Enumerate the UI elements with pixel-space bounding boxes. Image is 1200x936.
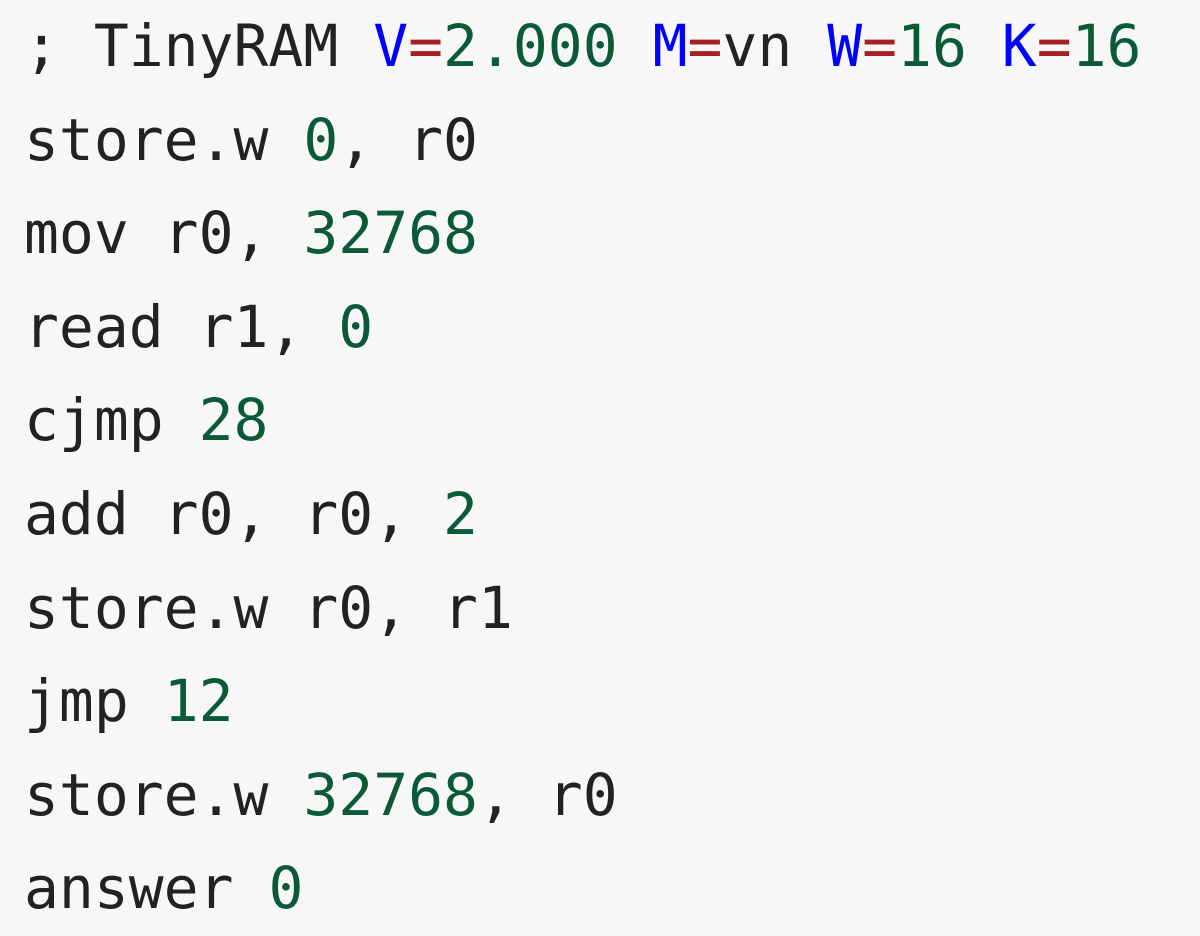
code-token-plain: [792, 12, 827, 80]
code-token-num: 32768: [303, 760, 478, 829]
code-token-mnem: store.w: [24, 760, 304, 829]
code-token-num: 2: [443, 479, 478, 548]
code-line[interactable]: ; TinyRAM V=2.000 M=vn W=16 K=16: [24, 0, 1200, 94]
code-token-num: 32768: [303, 199, 478, 268]
code-token-plain: [618, 12, 653, 80]
code-token-op: =: [1036, 12, 1072, 80]
code-token-mnem: jmp: [24, 667, 164, 736]
code-line[interactable]: answer 0: [24, 842, 1200, 936]
code-token-key: V: [373, 12, 409, 80]
code-token-num: 28: [198, 386, 269, 455]
code-token-num: 16: [897, 12, 967, 80]
code-token-num: 2.000: [443, 12, 618, 80]
code-token-mnem: add r0, r0,: [24, 479, 444, 548]
code-token-mnem: read r1,: [24, 292, 339, 361]
code-line[interactable]: read r1, 0: [24, 281, 1200, 375]
code-token-mnem: mov r0,: [24, 199, 304, 268]
code-line[interactable]: mov r0, 32768: [24, 187, 1200, 281]
code-line[interactable]: store.w 32768, r0: [24, 749, 1200, 843]
code-token-mnem: store.w: [24, 105, 304, 174]
code-token-op: =: [687, 12, 723, 80]
code-token-op: =: [408, 12, 444, 80]
code-token-plain: [967, 12, 1002, 80]
code-token-plain: , r0: [338, 105, 478, 174]
code-token-ident: vn: [722, 12, 793, 80]
code-line[interactable]: store.w 0, r0: [24, 94, 1200, 188]
code-token-op: =: [862, 12, 898, 80]
code-line[interactable]: jmp 12: [24, 655, 1200, 749]
code-token-mnem: store.w r0, r1: [24, 573, 513, 642]
code-token-mnem: answer: [24, 854, 269, 923]
code-token-num: 12: [163, 667, 234, 736]
code-line[interactable]: add r0, r0, 2: [24, 468, 1200, 562]
code-token-plain: , r0: [477, 760, 618, 829]
code-token-num: 0: [338, 292, 374, 361]
code-line[interactable]: cjmp 28: [24, 374, 1200, 468]
code-token-key: M: [652, 12, 688, 80]
code-token-key: K: [1001, 12, 1037, 80]
code-token-num: 0: [268, 854, 304, 923]
code-line[interactable]: store.w r0, r1: [24, 562, 1200, 656]
code-token-key: W: [827, 12, 863, 80]
code-token-num: 0: [303, 105, 339, 174]
code-token-mnem: cjmp: [24, 386, 199, 455]
code-token-comment: ; TinyRAM: [24, 12, 374, 80]
code-token-num: 16: [1071, 12, 1142, 80]
